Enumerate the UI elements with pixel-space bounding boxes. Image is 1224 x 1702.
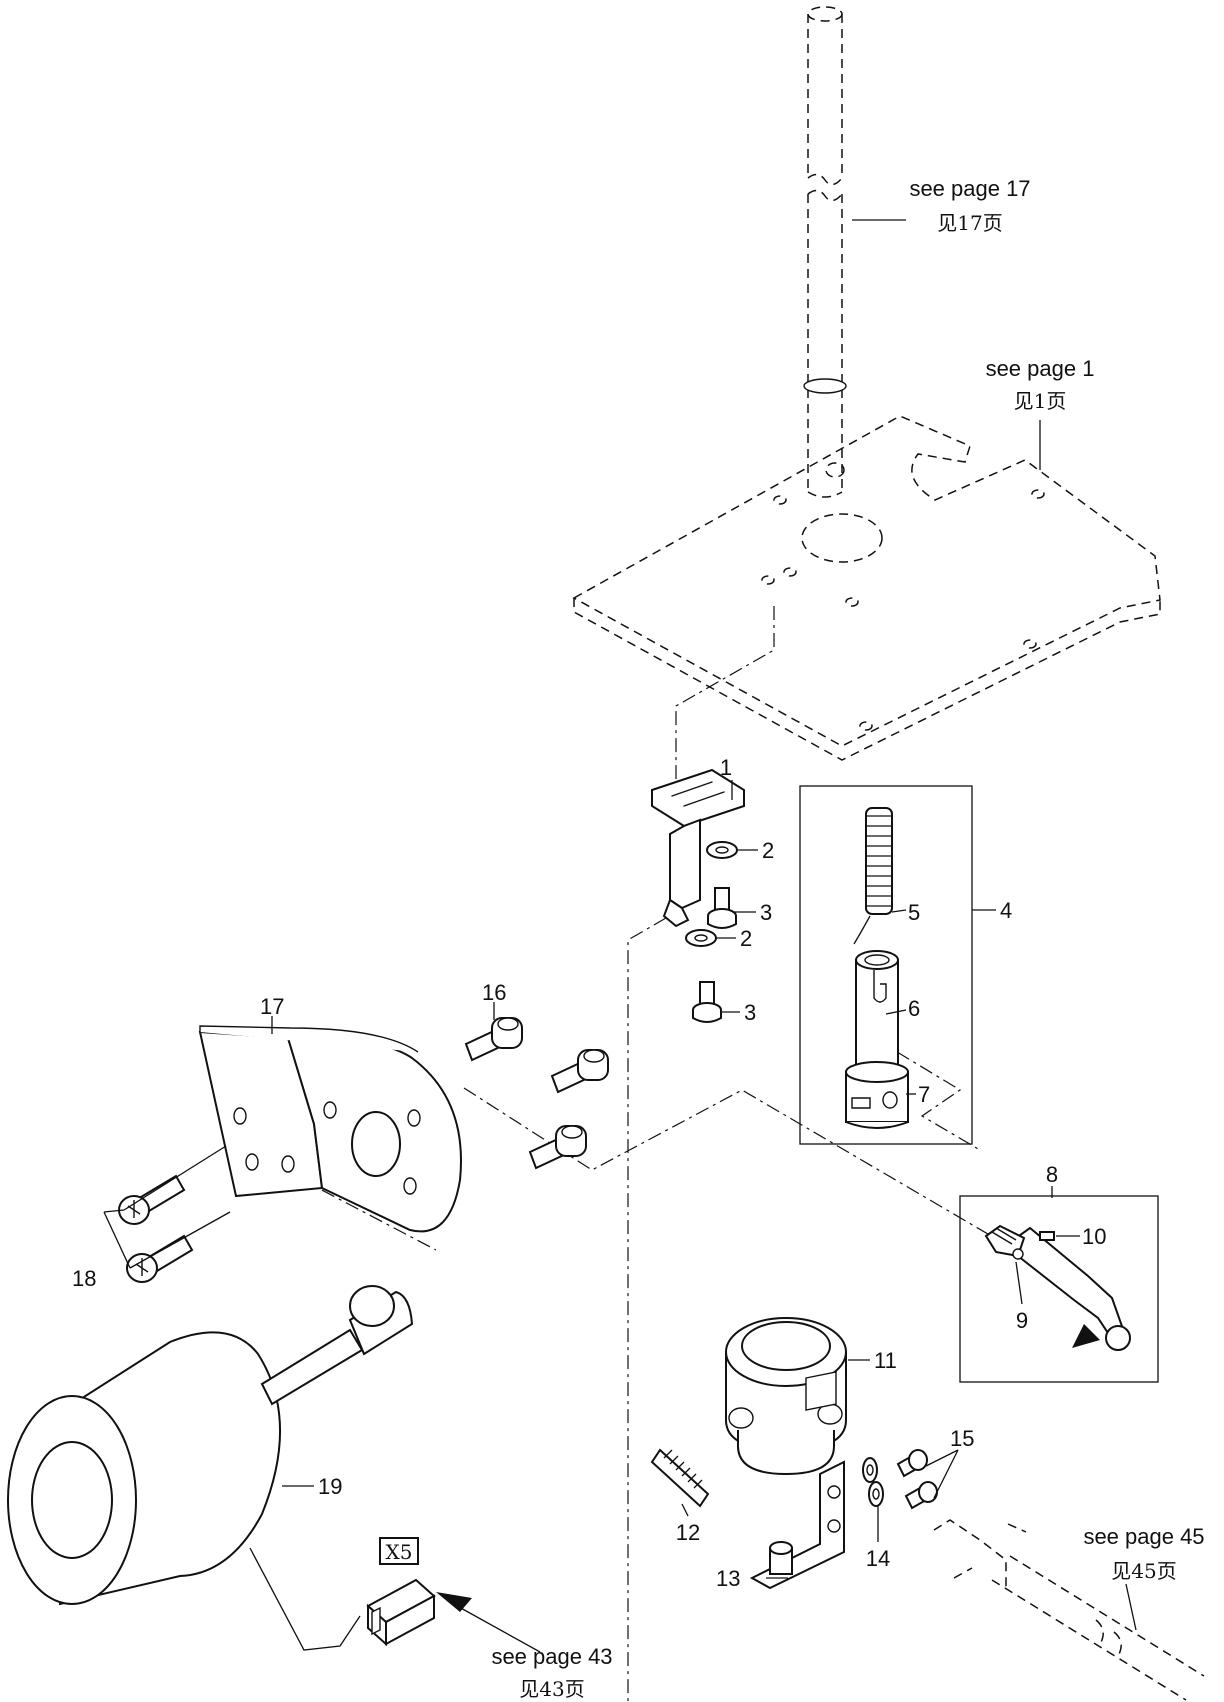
callout-12: 12 <box>676 1520 700 1545</box>
page-ref-43-cn: 见43页 <box>519 1677 584 1701</box>
centerline-bracket <box>675 606 775 796</box>
part-3-screw-lower <box>692 981 722 1023</box>
group-4-frame <box>799 785 973 1145</box>
callout-8: 8 <box>1046 1162 1058 1187</box>
callout-13: 13 <box>716 1566 740 1591</box>
leader-page43 <box>449 1601 541 1653</box>
assembly-arrow-connector <box>436 1592 472 1612</box>
callout-5: 5 <box>908 900 920 925</box>
callout-19: 19 <box>318 1474 342 1499</box>
callout-14: 14 <box>866 1546 890 1571</box>
page-ref-17-en: see page 17 <box>909 176 1030 201</box>
assembly-arrow-crank <box>1072 1324 1100 1348</box>
part-10-pin <box>1039 1231 1055 1241</box>
callout-7: 7 <box>918 1082 930 1107</box>
page-ref-17: see page 17 见17页 <box>909 176 1030 235</box>
phantom-shaft-bottom <box>933 1519 1205 1701</box>
group-8-frame <box>959 1195 1159 1383</box>
page-ref-45-cn: 见45页 <box>1111 1559 1176 1583</box>
part-16-screw-3 <box>528 1125 587 1170</box>
part-12-spring <box>650 1448 710 1508</box>
phantom-base-plate <box>572 415 1161 761</box>
connector-x5-label: X5 <box>386 1540 413 1564</box>
part-3-screw <box>707 887 737 929</box>
part-6-sleeve <box>855 950 899 1073</box>
part-16-screw <box>464 1017 523 1062</box>
callout-18: 18 <box>72 1266 96 1291</box>
callout-6: 6 <box>908 996 920 1021</box>
part-13-l-bracket <box>749 1460 845 1590</box>
callout-1: 1 <box>720 755 732 780</box>
page-ref-43: see page 43 见43页 <box>491 1644 612 1701</box>
callout-10: 10 <box>1082 1224 1106 1249</box>
page-ref-43-en: see page 43 <box>491 1644 612 1669</box>
part-16-screw-2 <box>550 1049 609 1094</box>
page-ref-45: see page 45 见45页 <box>1083 1524 1204 1583</box>
part-7-collar <box>845 1061 909 1129</box>
part-19-motor <box>7 1285 414 1651</box>
part-1-bracket <box>651 768 745 928</box>
phantom-shaft-top <box>803 6 847 498</box>
part-15-screw <box>896 1449 938 1510</box>
part-2-washer-lower <box>685 929 717 947</box>
page-ref-1-cn: 见1页 <box>1014 389 1067 413</box>
page-ref-45-en: see page 45 <box>1083 1524 1204 1549</box>
callout-2-second: 2 <box>740 926 752 951</box>
part-5-spring <box>853 807 893 945</box>
part-2-washer <box>706 841 738 859</box>
callout-leaders <box>103 219 1137 1631</box>
page-ref-1-en: see page 1 <box>986 356 1095 381</box>
callout-17: 17 <box>260 994 284 1019</box>
callout-3: 3 <box>760 900 772 925</box>
part-11-cam-block <box>725 1317 847 1476</box>
part-9-crank <box>984 1224 1131 1351</box>
connector-x5: X5 <box>366 1537 436 1647</box>
callout-4: 4 <box>1000 898 1012 923</box>
callout-11: 11 <box>874 1348 897 1373</box>
page-ref-1: see page 1 见1页 <box>986 356 1095 413</box>
part-14-lock-washer <box>862 1457 884 1507</box>
callout-9: 9 <box>1016 1308 1028 1333</box>
retaining-ring <box>803 378 847 394</box>
centerline-spring <box>627 917 667 1702</box>
centerline-shaft <box>463 1087 1105 1303</box>
part-18-cap-screw <box>118 1174 194 1283</box>
page-ref-17-cn: 见17页 <box>937 211 1002 235</box>
callout-15: 15 <box>950 1426 974 1451</box>
part-17-motor-bracket <box>198 1025 462 1233</box>
callout-16: 16 <box>482 980 506 1005</box>
callout-2: 2 <box>762 838 774 863</box>
callout-3-second: 3 <box>744 1000 756 1025</box>
callout-numbers: 1 2 3 2 3 4 5 6 7 8 9 10 11 12 13 14 15 … <box>72 755 1106 1591</box>
